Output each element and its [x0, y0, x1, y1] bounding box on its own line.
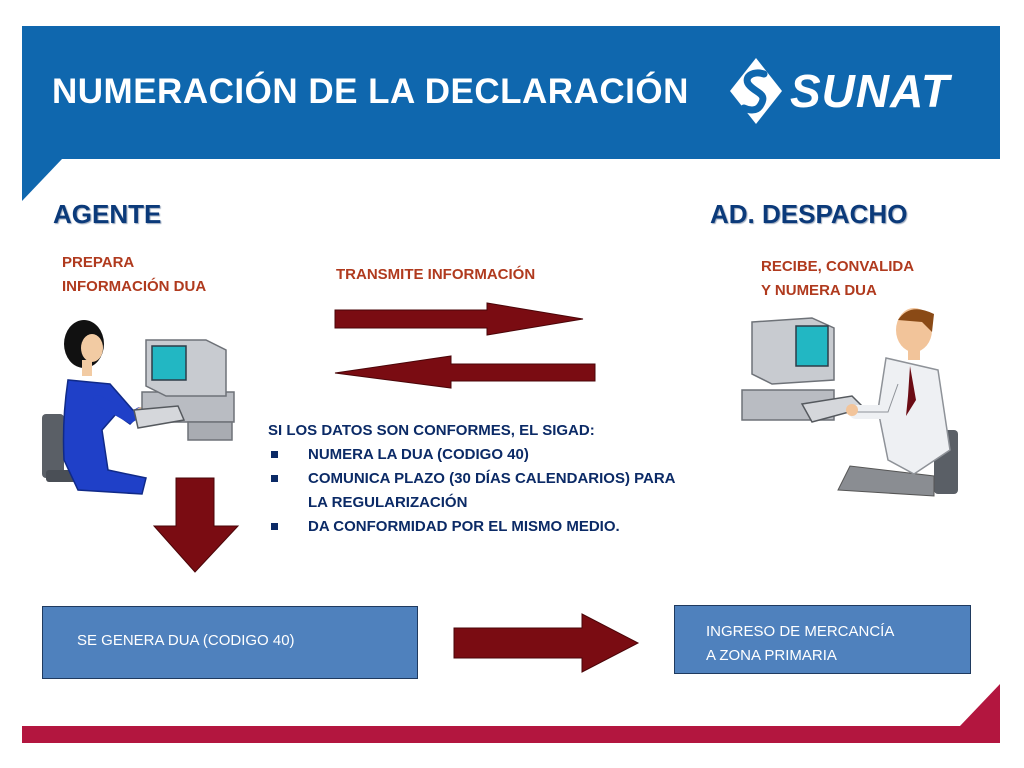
logo-text: SUNAT [790, 65, 951, 117]
arrow-down-icon [152, 477, 240, 573]
arrow-right-bottom-icon [453, 613, 640, 673]
footer-band [22, 726, 1000, 743]
agent-woman-computer-illustration [42, 320, 235, 495]
dispatch-man-computer-illustration [741, 308, 958, 497]
header-band [22, 26, 1000, 159]
arrow-right-icon [334, 302, 584, 336]
dispatch-caption-line1: RECIBE, CONVALIDA [761, 258, 915, 275]
page-title: NUMERACIÓN DE LA DECLARACIÓN [52, 72, 689, 111]
condition-item: DA CONFORMIDAD POR EL MISMO MEDIO. [268, 515, 676, 539]
dispatch-caption: RECIBE, CONVALIDA Y NUMERA DUA [761, 255, 914, 303]
arrow-left-icon [334, 355, 596, 389]
agent-title: AGENTE [53, 199, 162, 229]
transmit-label: TRANSMITE INFORMACIÓN [336, 266, 536, 283]
condition-item: COMUNICA PLAZO (30 DÍAS CALENDARIOS) PAR… [268, 467, 676, 515]
generate-dua-box: SE GENERA DUA (CODIGO 40) [42, 606, 418, 679]
conditions-heading: SI LOS DATOS SON CONFORMES, EL SIGAD: [268, 422, 595, 439]
primary-zone-line1: INGRESO DE MERCANCÍA [706, 623, 895, 640]
primary-zone-box: INGRESO DE MERCANCÍA A ZONA PRIMARIA [674, 605, 971, 674]
agent-caption-line1: PREPARA [62, 254, 135, 271]
transmit-arrows [334, 302, 596, 389]
header-corner-decoration [22, 159, 62, 201]
conditions-list: SI LOS DATOS SON CONFORMES, EL SIGAD: NU… [268, 419, 676, 539]
dispatch-caption-line2: Y NUMERA DUA [761, 282, 877, 299]
footer-corner-decoration [960, 684, 1000, 726]
agent-caption: PREPARA INFORMACIÓN DUA [62, 251, 206, 299]
primary-zone-line2: A ZONA PRIMARIA [706, 647, 837, 664]
sunat-logo-icon [730, 58, 782, 124]
dispatch-title: AD. DESPACHO [710, 199, 908, 229]
agent-caption-line2: INFORMACIÓN DUA [62, 278, 207, 295]
condition-item: NUMERA LA DUA (CODIGO 40) [268, 443, 676, 467]
